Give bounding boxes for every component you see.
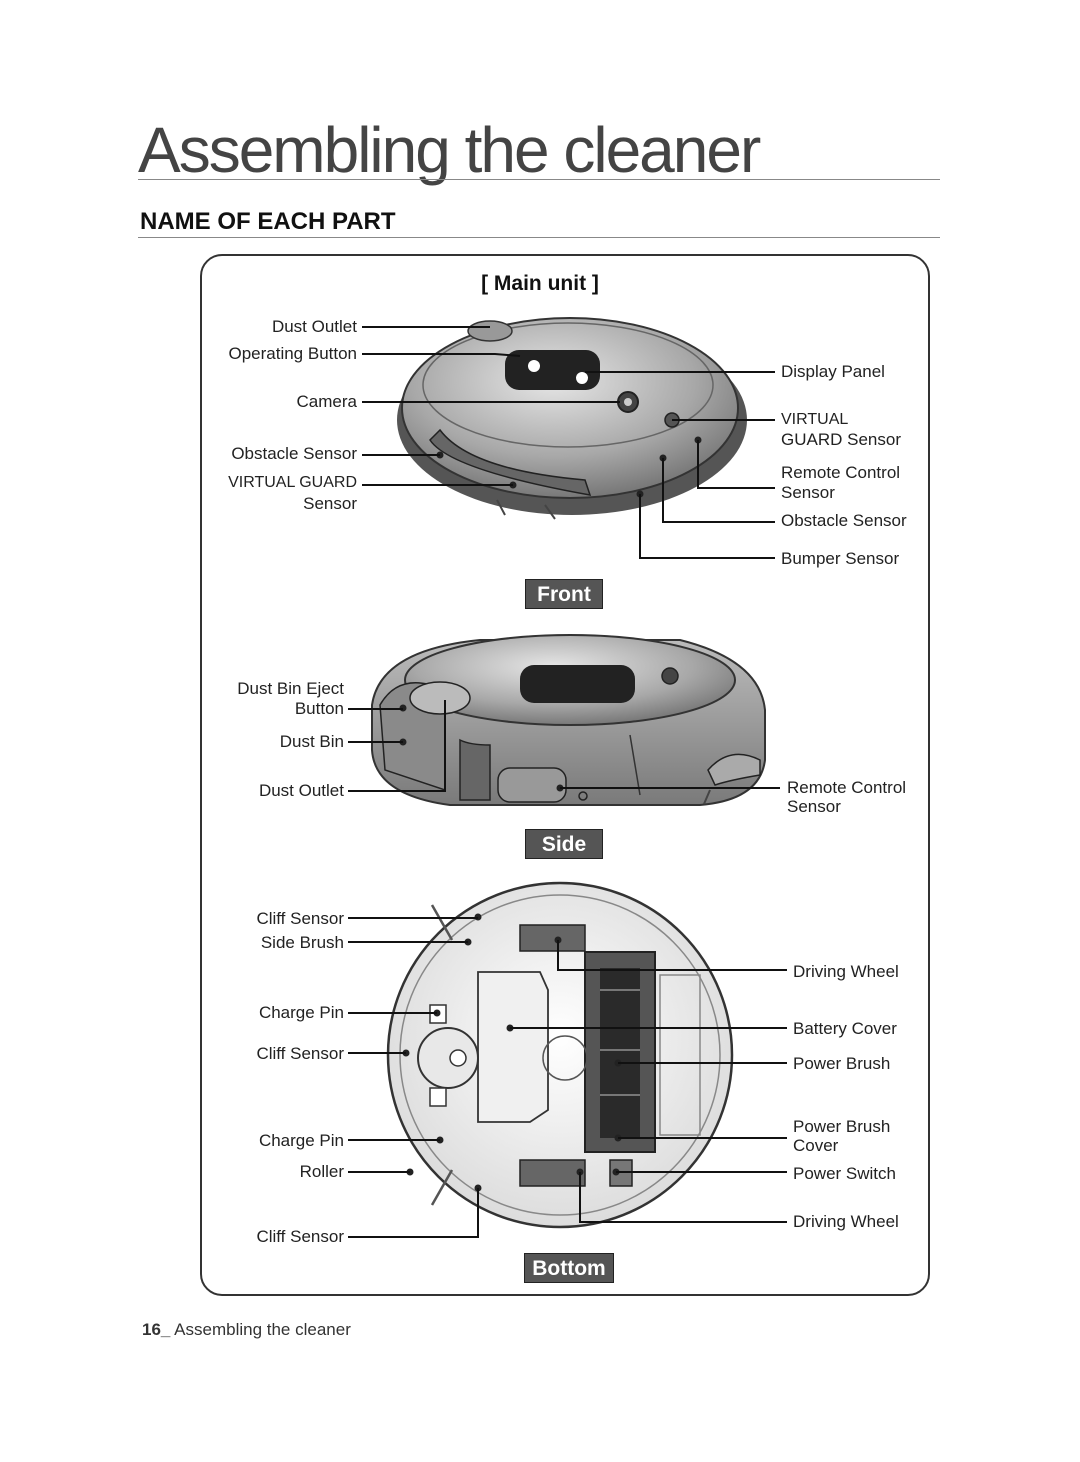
front-body [401,317,739,499]
label-cliff-sensor-bottom: Cliff Sensor [256,1227,344,1246]
view-tag-side: Side [525,829,603,859]
front-display-panel [505,350,600,390]
label-remote-control-front: Remote Control [781,463,901,482]
label-driving-wheel-top: Driving Wheel [793,962,899,981]
label-virtual-guard-right-sensor: GUARD Sensor [781,430,901,449]
label-roller: Roller [299,1162,344,1181]
footer-text: Assembling the cleaner [170,1320,351,1339]
label-obstacle-sensor-left: Obstacle Sensor [231,444,357,463]
section-rule [138,237,940,238]
label-virtual-guard-right: VIRTUAL [781,411,849,428]
label-display-panel: Display Panel [781,362,885,381]
page-number: 16_ [142,1320,171,1339]
diagram-panel [200,254,930,1296]
side-display-panel [520,665,635,703]
label-obstacle-sensor-right: Obstacle Sensor [781,511,907,530]
label-side-brush: Side Brush [260,933,344,952]
side-dust-bin-eject [409,681,471,715]
front-top-ring [422,322,714,448]
label-charge-pin-bottom: Charge Pin [258,1131,344,1150]
side-leader-lines [348,700,780,792]
bottom-view-robot [386,881,734,1229]
label-cliff-sensor-top: Cliff Sensor [256,909,344,928]
label-power-switch: Power Switch [793,1164,896,1183]
label-dust-bin: Dust Bin [279,732,344,751]
label-virtual-guard-left-sensor: Sensor [303,494,357,513]
label-remote-control-front-sensor: Sensor [781,483,835,502]
bottom-driving-wheel-top [519,924,586,952]
side-view-robot [371,634,766,806]
view-tag-front: Front [525,579,603,609]
label-power-brush-cover-2: Cover [793,1136,839,1155]
front-leader-lines [362,326,775,559]
label-power-brush-cover: Power Brush [793,1117,891,1136]
label-driving-wheel-bottom: Driving Wheel [793,1212,899,1231]
label-operating-button: Operating Button [228,344,357,363]
front-dust-outlet [467,320,513,342]
label-dust-outlet-side: Dust Outlet [258,781,344,800]
front-view-robot [397,317,747,520]
main-unit-subtitle: [ Main unit ] [481,272,599,295]
label-remote-control-side: Remote Control [787,778,907,797]
section-heading: NAME OF EACH PART [140,208,396,235]
bottom-power-brush [600,968,640,1138]
bottom-driving-wheel-bottom [519,1159,586,1187]
label-power-brush: Power Brush [793,1054,891,1073]
title-rule [138,179,940,180]
label-dust-bin-eject: Dust Bin Eject [237,679,344,698]
page-footer: 16_ Assembling the cleaner [142,1320,351,1340]
label-camera: Camera [296,392,357,411]
bottom-roller [417,1027,479,1089]
label-cliff-sensor-mid: Cliff Sensor [256,1044,344,1063]
label-virtual-guard-left: VIRTUAL GUARD [228,474,357,491]
label-charge-pin-top: Charge Pin [258,1003,344,1022]
side-remote-sensor-window [497,767,567,803]
label-dust-bin-eject-button: Button [294,699,344,718]
front-bumper-window [429,428,592,496]
bottom-battery-cover [477,971,549,1123]
page-title: Assembling the cleaner [138,114,761,186]
label-dust-outlet: Dust Outlet [271,317,357,336]
label-battery-cover: Battery Cover [793,1019,897,1038]
label-remote-control-side-sensor: Sensor [787,797,841,816]
view-tag-bottom: Bottom [524,1253,614,1283]
bottom-leader-lines [348,917,787,1238]
label-bumper-sensor: Bumper Sensor [781,549,900,568]
